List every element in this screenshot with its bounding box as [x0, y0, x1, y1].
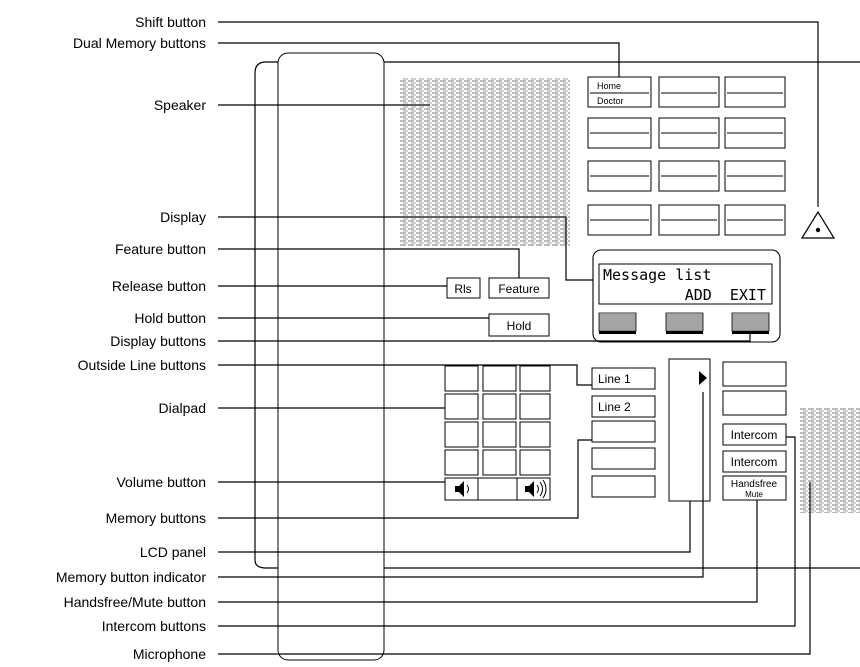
label-dual-memory-buttons: Dual Memory buttons	[73, 35, 206, 51]
dialpad-key[interactable]	[444, 449, 479, 476]
label-memory-button-indicator: Memory button indicator	[56, 569, 207, 585]
memory-button[interactable]	[658, 117, 720, 149]
telephone-body	[254, 52, 860, 661]
display-line-2: ADD EXIT	[685, 286, 766, 304]
dialpad-key[interactable]	[444, 393, 479, 420]
memory-button[interactable]	[591, 420, 656, 443]
label-feature-button: Feature button	[115, 241, 206, 257]
display-button-left[interactable]	[598, 312, 637, 334]
memory-button[interactable]	[587, 204, 652, 236]
dialpad-key[interactable]	[519, 365, 551, 392]
label-outside-line-buttons: Outside Line buttons	[78, 357, 206, 373]
dialpad-key[interactable]	[482, 449, 517, 476]
intercom-label-2: Intercom	[731, 455, 778, 469]
dialpad-key[interactable]	[519, 449, 551, 476]
memory-button[interactable]	[591, 475, 656, 498]
memory-button[interactable]	[658, 76, 720, 108]
release-button[interactable]: Rls	[446, 277, 481, 299]
label-memory-buttons: Memory buttons	[106, 510, 206, 526]
memory-button[interactable]	[658, 160, 720, 192]
label-display: Display	[160, 209, 206, 225]
dialpad-key[interactable]	[482, 365, 517, 392]
label-release-button: Release button	[112, 278, 206, 294]
display-button-middle[interactable]	[665, 312, 704, 334]
display-line-1: Message list	[603, 266, 711, 284]
intercom-button-1[interactable]: Intercom	[722, 423, 787, 446]
display-button-right[interactable]	[731, 312, 770, 334]
line-1-label: Line 1	[598, 372, 631, 386]
memory-button[interactable]	[587, 160, 652, 192]
label-lcd-panel: LCD panel	[140, 544, 206, 560]
memory-button[interactable]	[724, 117, 786, 149]
memory-button[interactable]	[591, 447, 656, 470]
label-hold-button: Hold button	[134, 310, 206, 326]
memory-button[interactable]	[724, 76, 786, 108]
dialpad-key[interactable]	[519, 421, 551, 448]
dialpad-key[interactable]	[519, 393, 551, 420]
label-display-buttons: Display buttons	[110, 333, 206, 349]
memory-indicator-icon	[699, 371, 707, 385]
memory-button[interactable]	[722, 390, 787, 416]
feature-button-label: Feature	[498, 282, 540, 296]
dual-memory-buttons: Home Doctor	[587, 76, 786, 236]
dialpad-key[interactable]	[482, 421, 517, 448]
label-intercom-buttons: Intercom buttons	[102, 618, 206, 634]
dialpad	[444, 365, 551, 476]
line-2-button[interactable]: Line 2	[591, 395, 656, 418]
label-shift-button: Shift button	[135, 14, 206, 30]
volume-down-icon	[455, 481, 469, 497]
intercom-button-2[interactable]: Intercom	[722, 450, 787, 473]
intercom-label-1: Intercom	[731, 428, 778, 442]
speaker-grille	[400, 78, 570, 246]
label-dialpad: Dialpad	[159, 400, 206, 416]
callout-labels: Shift button Dual Memory buttons Speaker…	[56, 14, 207, 662]
memory-button[interactable]	[658, 204, 720, 236]
handsfree-mute-button[interactable]: Handsfree Mute	[722, 475, 787, 501]
release-button-label: Rls	[454, 282, 471, 296]
memory-button[interactable]	[724, 204, 786, 236]
volume-button[interactable]	[444, 477, 551, 501]
dialpad-key[interactable]	[482, 393, 517, 420]
display-module: Message list ADD EXIT	[592, 249, 781, 343]
feature-button[interactable]: Feature	[488, 277, 550, 299]
microphone-grille	[800, 408, 860, 513]
hold-button[interactable]: Hold	[488, 313, 550, 337]
label-speaker: Speaker	[154, 97, 206, 113]
memory-button[interactable]	[722, 361, 787, 387]
memory-button[interactable]	[724, 160, 786, 192]
leader-lines	[218, 21, 819, 655]
lcd-panel	[668, 358, 711, 502]
shift-button[interactable]	[800, 210, 836, 239]
handset[interactable]	[277, 52, 385, 661]
memory-button-home-doctor[interactable]: Home Doctor	[587, 76, 652, 108]
mute-label: Mute	[745, 490, 763, 499]
label-microphone: Microphone	[133, 646, 206, 662]
label-handsfree-mute-button: Handsfree/Mute button	[64, 594, 206, 610]
handsfree-label: Handsfree	[731, 479, 778, 490]
memory-button[interactable]	[587, 117, 652, 149]
line-1-button[interactable]: Line 1	[591, 367, 656, 390]
hold-button-label: Hold	[507, 319, 532, 333]
label-volume-button: Volume button	[116, 474, 206, 490]
line-2-label: Line 2	[598, 400, 631, 414]
memory-label-top: Home	[597, 81, 621, 91]
memory-label-bottom: Doctor	[597, 96, 624, 106]
dialpad-key[interactable]	[444, 421, 479, 448]
display-screen	[598, 263, 773, 305]
dialpad-key[interactable]	[444, 365, 479, 392]
volume-up-icon	[525, 479, 547, 499]
